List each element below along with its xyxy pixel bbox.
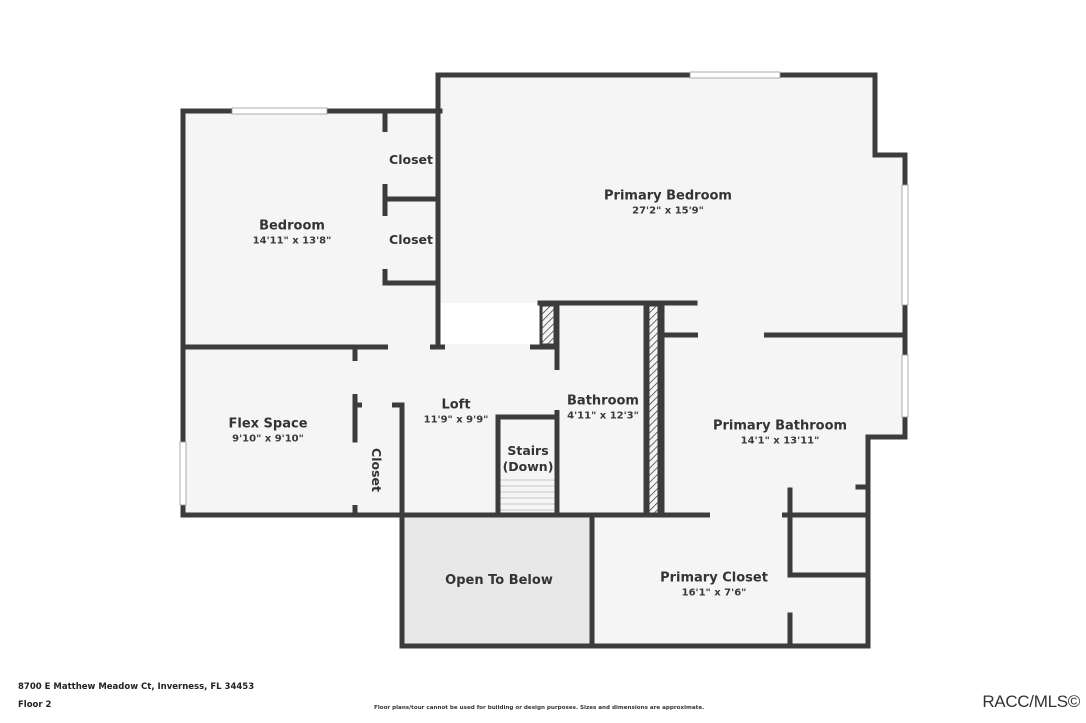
- door-closet3-top: [362, 402, 392, 408]
- room-open-to-below: Open To Below: [445, 573, 553, 589]
- room-dimensions: 9'10" x 9'10": [232, 433, 304, 445]
- mls-logo: RACC/MLS©: [982, 692, 1080, 711]
- room-name: Primary Closet: [660, 570, 768, 586]
- room-dimensions: 11'9" x 9'9": [423, 414, 489, 426]
- door-closet2: [382, 216, 388, 269]
- room-name: Primary Bedroom: [604, 188, 732, 204]
- window-primary-top: [689, 71, 781, 79]
- hatched-shaft-left: [539, 303, 557, 347]
- room-closet-2: Closet: [389, 232, 433, 248]
- room-name: Closet: [389, 152, 433, 167]
- room-closet-1: Closet: [389, 152, 433, 168]
- window-flex-left: [179, 441, 187, 506]
- door-bathroom: [554, 370, 560, 410]
- primary-closet-area: [592, 517, 868, 646]
- room-bedroom: Bedroom 14'11" x 13'8": [253, 219, 332, 248]
- room-primary-bathroom: Primary Bathroom 14'1" x 13'11": [713, 419, 847, 448]
- room-dimensions: 14'11" x 13'8": [252, 235, 332, 247]
- room-primary-closet: Primary Closet 16'1" x 7'6": [660, 571, 768, 600]
- room-name: Primary Bathroom: [712, 418, 848, 434]
- room-name: Open To Below: [445, 573, 553, 588]
- room-dimensions: 4'11" x 12'3": [567, 410, 639, 422]
- room-name: Bedroom: [259, 218, 325, 234]
- room-dimensions: 16'1" x 7'6": [681, 587, 747, 599]
- disclaimer: Floor plans/tour cannot be used for buil…: [374, 705, 705, 711]
- room-name: Stairs: [507, 443, 549, 458]
- room-fills: [183, 75, 905, 646]
- door-flex: [352, 361, 358, 394]
- loft-area: [355, 348, 557, 515]
- open-to-below-area: [402, 517, 592, 646]
- door-primary-bath: [698, 332, 764, 338]
- flex-space-area: [183, 348, 355, 515]
- room-closet-3: Closet: [368, 448, 384, 492]
- closet1-area: [385, 113, 438, 199]
- stairs-treads: [500, 479, 556, 511]
- room-primary-bedroom: Primary Bedroom 27'2" x 15'9": [604, 189, 732, 218]
- property-address: 8700 E Matthew Meadow Ct, Inverness, FL …: [18, 682, 255, 692]
- door-loft-top2: [445, 344, 530, 350]
- openings: [179, 71, 909, 518]
- room-name: Closet: [369, 448, 384, 492]
- room-name-line2: (Down): [502, 459, 554, 474]
- room-dimensions: 27'2" x 15'9": [632, 205, 704, 217]
- room-bathroom: Bathroom 4'11" x 12'3": [567, 394, 639, 423]
- room-name: Flex Space: [228, 416, 308, 432]
- door-closet1: [382, 132, 388, 184]
- primary-bedroom-area: [440, 75, 905, 335]
- room-name: Loft: [441, 397, 471, 413]
- room-name: Bathroom: [567, 393, 639, 409]
- room-loft: Loft 11'9" x 9'9": [424, 398, 489, 427]
- room-flex-space: Flex Space 9'10" x 9'10": [228, 417, 307, 446]
- room-name: Closet: [389, 232, 433, 247]
- window-bath-right: [901, 354, 909, 418]
- window-primary-right: [901, 184, 909, 306]
- floor-label: Floor 2: [18, 700, 52, 710]
- room-stairs: Stairs (Down): [503, 443, 554, 475]
- room-dimensions: 14'1" x 13'11": [740, 435, 820, 447]
- door-loft-top: [388, 344, 430, 350]
- bathroom-area: [560, 305, 646, 515]
- door-primary-closet: [710, 512, 782, 518]
- closet2-area: [385, 201, 438, 283]
- hatched-shaft-right: [646, 303, 661, 517]
- window-bedroom-top: [231, 107, 328, 115]
- door-closet3: [352, 460, 358, 505]
